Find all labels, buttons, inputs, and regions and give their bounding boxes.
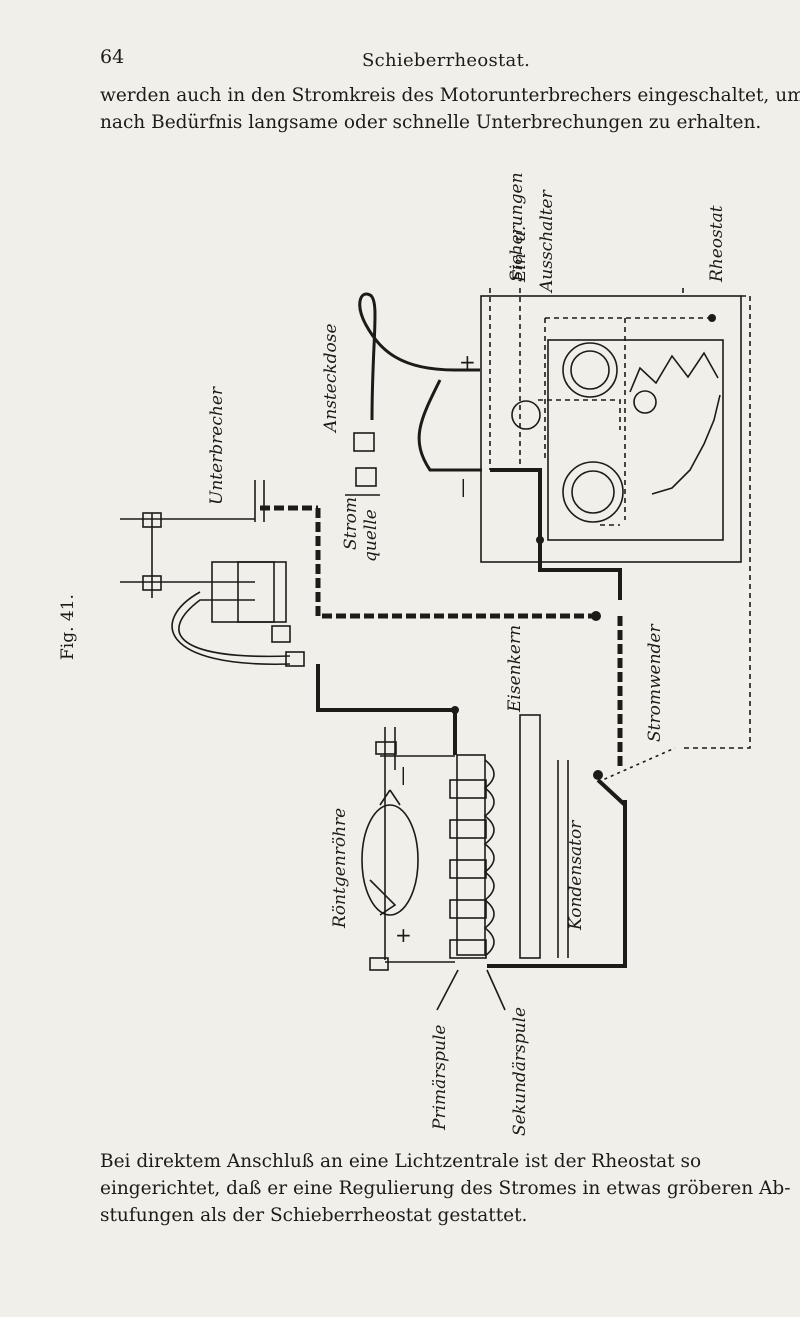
label-ein-aus-1: Ein- u.	[510, 226, 530, 283]
label-sicherungen: Sicherungen	[507, 172, 527, 282]
label-ein-aus-2: Ausschalter	[537, 189, 557, 294]
text-line: Bei direktem Anschluß an eine Lichtzentr…	[100, 1151, 702, 1172]
label-stromquelle-1: Strom	[341, 497, 361, 550]
label-ansteckdose: Ansteckdose	[321, 323, 341, 434]
label-eisenkern: Eisenkern	[505, 625, 525, 713]
label-primaerspule: Primärspule	[430, 1025, 450, 1131]
paragraph-top: werden auch in den Stromkreis des Motoru…	[100, 82, 800, 136]
label-sekundaerspule: Sekundärspule	[510, 1007, 530, 1136]
label-kondensator: Kondensator	[566, 820, 586, 931]
label-stromwender: Stromwender	[645, 624, 665, 742]
label-minus-tube: —	[390, 766, 414, 786]
text-line: werden auch in den Stromkreis des Motoru…	[100, 85, 800, 106]
label-rheostat: Rheostat	[707, 205, 727, 283]
label-plus-top: +	[459, 350, 476, 374]
text-line: eingerichtet, daß er eine Regulierung de…	[100, 1178, 791, 1199]
running-head: Schieberrheostat.	[362, 50, 531, 71]
text-line: nach Bedürfnis langsame oder schnelle Un…	[100, 112, 762, 133]
label-plus-tube: +	[395, 923, 412, 947]
label-unterbrecher: Unterbrecher	[207, 386, 227, 505]
label-stromquelle-2: quelle	[361, 509, 381, 562]
label-roentgenroehre: Röntgenröhre	[330, 808, 350, 929]
text-line: stufungen als der Schieberrheostat gesta…	[100, 1205, 528, 1226]
page-number: 64	[100, 46, 125, 68]
label-minus-top: —	[450, 478, 474, 498]
paragraph-bottom: Bei direktem Anschluß an eine Lichtzentr…	[100, 1148, 791, 1229]
